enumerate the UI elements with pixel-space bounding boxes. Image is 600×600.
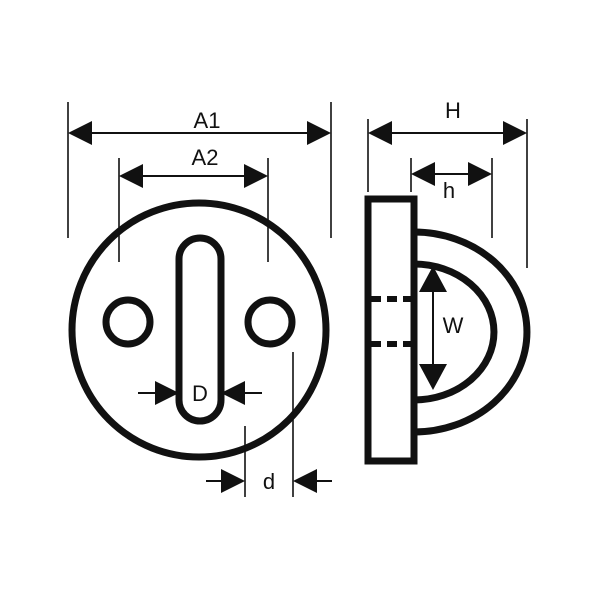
d-upper-arrow-right <box>221 381 245 405</box>
h-upper-arrow-right <box>503 121 527 145</box>
dimension-a2: A2 <box>118 145 269 262</box>
h-upper-label: H <box>445 98 461 123</box>
d-upper-arrow-left <box>155 381 179 405</box>
a2-arrow-left <box>119 164 143 188</box>
a2-arrow-right <box>244 164 268 188</box>
h-upper-arrow-left <box>368 121 392 145</box>
d-lower-label: d <box>263 469 275 494</box>
a1-arrow-right <box>307 121 331 145</box>
h-lower-label: h <box>443 178 455 203</box>
dimension-w: W <box>419 266 464 390</box>
dimension-h-upper: H <box>367 98 528 268</box>
left-mounting-hole <box>102 296 154 348</box>
dimension-d-upper: D <box>138 381 262 406</box>
center-slot <box>175 234 225 425</box>
d-lower-arrow-left <box>221 469 245 493</box>
plate-section <box>364 195 418 465</box>
a1-label: A1 <box>194 108 221 133</box>
d-upper-label: D <box>192 381 208 406</box>
h-lower-arrow-left <box>411 162 435 186</box>
a1-arrow-left <box>68 121 92 145</box>
h-lower-arrow-right <box>468 162 492 186</box>
loop-inner-arc <box>413 260 498 404</box>
w-arrow-top <box>419 266 447 292</box>
a2-label: A2 <box>192 145 219 170</box>
base-plate-outline <box>68 199 330 461</box>
right-mounting-hole <box>244 296 296 348</box>
dimension-h-lower: h <box>410 158 493 238</box>
dimension-a1: A1 <box>67 102 332 238</box>
d-lower-arrow-right <box>293 469 317 493</box>
dimension-d-lower: d <box>206 352 332 497</box>
w-arrow-bottom <box>419 364 447 390</box>
side-view <box>364 195 531 465</box>
w-label: W <box>443 313 464 338</box>
front-view <box>68 199 330 461</box>
loop-outer-arc <box>413 228 531 436</box>
